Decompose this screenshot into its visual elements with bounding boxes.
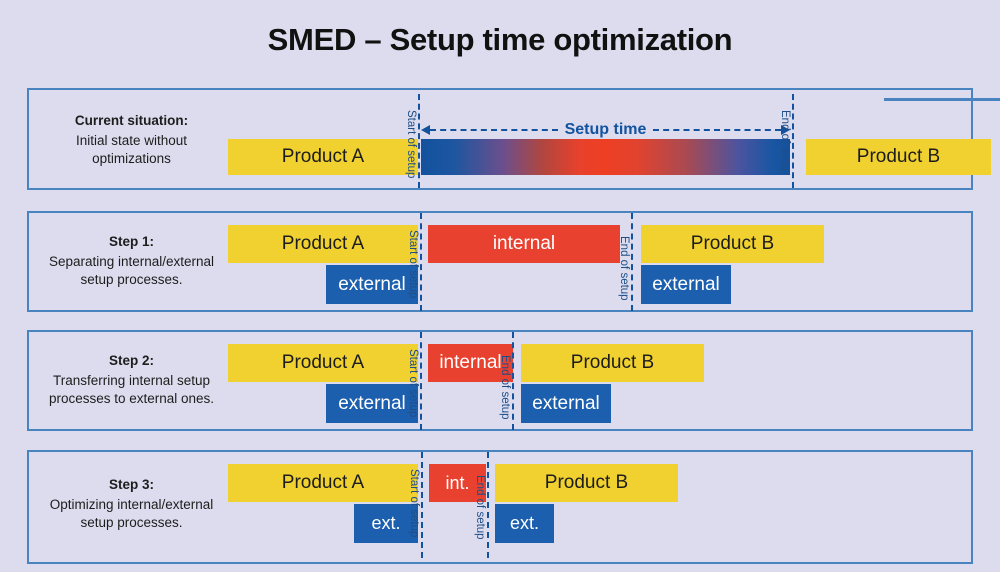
bar-internal[interactable]: internal bbox=[428, 344, 513, 382]
bar-product-a[interactable]: Product A bbox=[228, 225, 418, 263]
caption-body: Separating internal/external setup proce… bbox=[48, 253, 215, 288]
marker-end-of-setup bbox=[487, 452, 489, 558]
bar-setup-gradient[interactable] bbox=[421, 139, 790, 175]
bar-product-a[interactable]: Product A bbox=[228, 344, 418, 382]
caption-heading: Step 2: bbox=[108, 353, 154, 368]
bar-external-left[interactable]: external bbox=[326, 384, 418, 423]
page-title: SMED – Setup time optimization bbox=[267, 22, 733, 57]
arrow-head-right-icon bbox=[781, 125, 791, 135]
bar-external-right[interactable]: ext. bbox=[495, 504, 554, 543]
caption-current-situation: Current situation: Initial state without… bbox=[39, 112, 224, 169]
bar-external-left[interactable]: external bbox=[326, 265, 418, 304]
caption-heading: Step 1: bbox=[108, 234, 154, 249]
row-step-2: Step 2: Transferring internal setup proc… bbox=[27, 330, 973, 431]
marker-start-of-setup-label: Start of setup bbox=[407, 349, 419, 418]
arrow-head-left-icon bbox=[421, 125, 430, 135]
arrow-line-left bbox=[430, 129, 558, 131]
bar-internal[interactable]: internal bbox=[428, 225, 620, 263]
marker-start-of-setup-label: Start of setup bbox=[407, 230, 419, 299]
bar-product-a[interactable]: Product A bbox=[228, 139, 418, 175]
marker-start-of-setup bbox=[421, 452, 423, 558]
bar-product-a[interactable]: Product A bbox=[228, 464, 418, 502]
marker-start-of-setup bbox=[420, 213, 422, 311]
caption-heading: Current situation: bbox=[74, 113, 189, 128]
border-artifact bbox=[884, 98, 1000, 101]
row-step-1: Step 1: Separating internal/external set… bbox=[27, 211, 973, 312]
marker-end-of-setup-label: End of setup bbox=[779, 110, 791, 175]
setup-time-label: Setup time bbox=[564, 121, 647, 138]
bar-internal[interactable]: int. bbox=[429, 464, 486, 502]
caption-heading: Step 3: bbox=[108, 477, 154, 492]
caption-body: Initial state without optimizations bbox=[75, 132, 188, 167]
row-current-situation: Current situation: Initial state without… bbox=[27, 88, 1000, 190]
caption-step-2: Step 2: Transferring internal setup proc… bbox=[39, 352, 224, 409]
bar-product-b[interactable]: Product B bbox=[806, 139, 991, 175]
bar-product-b[interactable]: Product B bbox=[521, 344, 704, 382]
row-step-3: Step 3: Optimizing internal/external set… bbox=[27, 450, 973, 564]
marker-start-of-setup bbox=[418, 94, 420, 188]
marker-start-of-setup-label: Start of setup bbox=[408, 469, 420, 538]
bar-product-b[interactable]: Product B bbox=[641, 225, 824, 263]
bar-external-left[interactable]: ext. bbox=[354, 504, 418, 543]
marker-end-of-setup-label: End of setup bbox=[474, 475, 486, 540]
caption-step-3: Step 3: Optimizing internal/external set… bbox=[39, 476, 224, 533]
marker-end-of-setup-label: End of setup bbox=[618, 236, 630, 301]
setup-time-arrow: Setup time bbox=[421, 121, 791, 138]
marker-end-of-setup bbox=[631, 213, 633, 311]
marker-end-of-setup bbox=[512, 332, 514, 430]
caption-body: Optimizing internal/external setup proce… bbox=[49, 496, 214, 531]
marker-start-of-setup bbox=[420, 332, 422, 430]
marker-start-of-setup-label: Start of setup bbox=[405, 110, 417, 179]
bar-product-b[interactable]: Product B bbox=[495, 464, 678, 502]
marker-end-of-setup bbox=[792, 94, 794, 188]
marker-end-of-setup-label: End of setup bbox=[499, 355, 511, 420]
arrow-line-right bbox=[653, 129, 782, 131]
bar-external-right[interactable]: external bbox=[521, 384, 611, 423]
caption-body: Transferring internal setup processes to… bbox=[48, 372, 215, 407]
bar-external-right[interactable]: external bbox=[641, 265, 731, 304]
caption-step-1: Step 1: Separating internal/external set… bbox=[39, 233, 224, 290]
